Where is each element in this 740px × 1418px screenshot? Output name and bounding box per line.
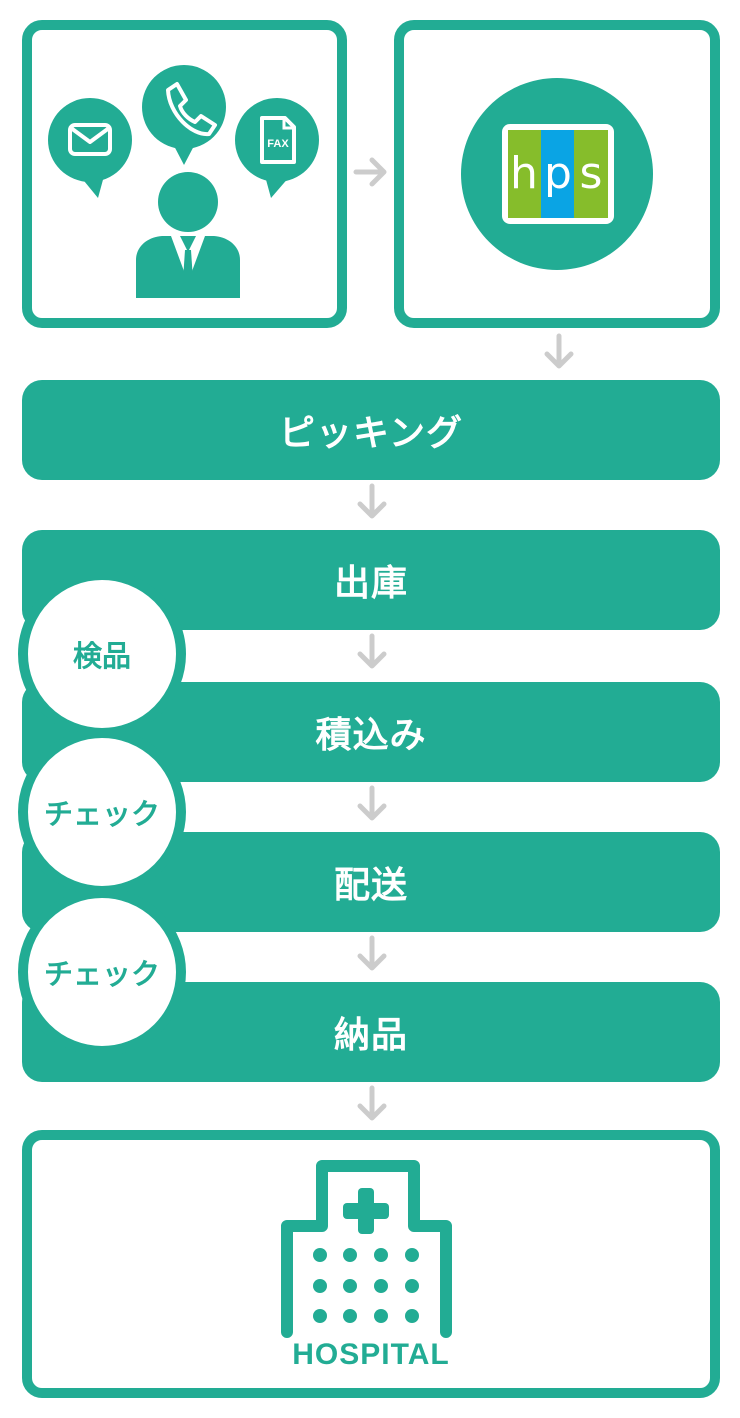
step-picking: ピッキング bbox=[22, 380, 720, 480]
hps-logo-illustration: h p s bbox=[461, 78, 653, 270]
hospital-icon bbox=[281, 1160, 452, 1338]
check-badge: チェック bbox=[18, 888, 186, 1056]
person-icon bbox=[136, 172, 240, 298]
svg-text:h: h bbox=[510, 148, 538, 199]
arrow-down-icon bbox=[357, 633, 387, 669]
system-panel: h p s bbox=[394, 20, 720, 328]
svg-text:p: p bbox=[544, 148, 572, 199]
arrow-down-icon bbox=[357, 935, 387, 971]
arrow-down-icon bbox=[357, 1085, 387, 1121]
order-channels-illustration: FAX bbox=[48, 65, 319, 298]
arrow-down-icon bbox=[357, 785, 387, 821]
arrow-down-icon bbox=[544, 333, 574, 369]
phone-icon bbox=[142, 65, 226, 165]
inspection-badge: 検品 bbox=[18, 570, 186, 738]
mail-icon bbox=[48, 98, 132, 198]
arrow-right-icon bbox=[353, 157, 387, 187]
hospital-label: HOSPITAL bbox=[292, 1338, 450, 1371]
hospital-panel bbox=[22, 1130, 720, 1398]
arrow-down-icon bbox=[357, 483, 387, 519]
fax-icon: FAX bbox=[235, 98, 319, 198]
svg-text:s: s bbox=[580, 148, 603, 199]
order-channels-panel: FAX bbox=[22, 20, 347, 328]
hps-logo: h p s bbox=[502, 124, 614, 224]
fax-label: FAX bbox=[267, 138, 289, 150]
check-badge: チェック bbox=[18, 728, 186, 896]
